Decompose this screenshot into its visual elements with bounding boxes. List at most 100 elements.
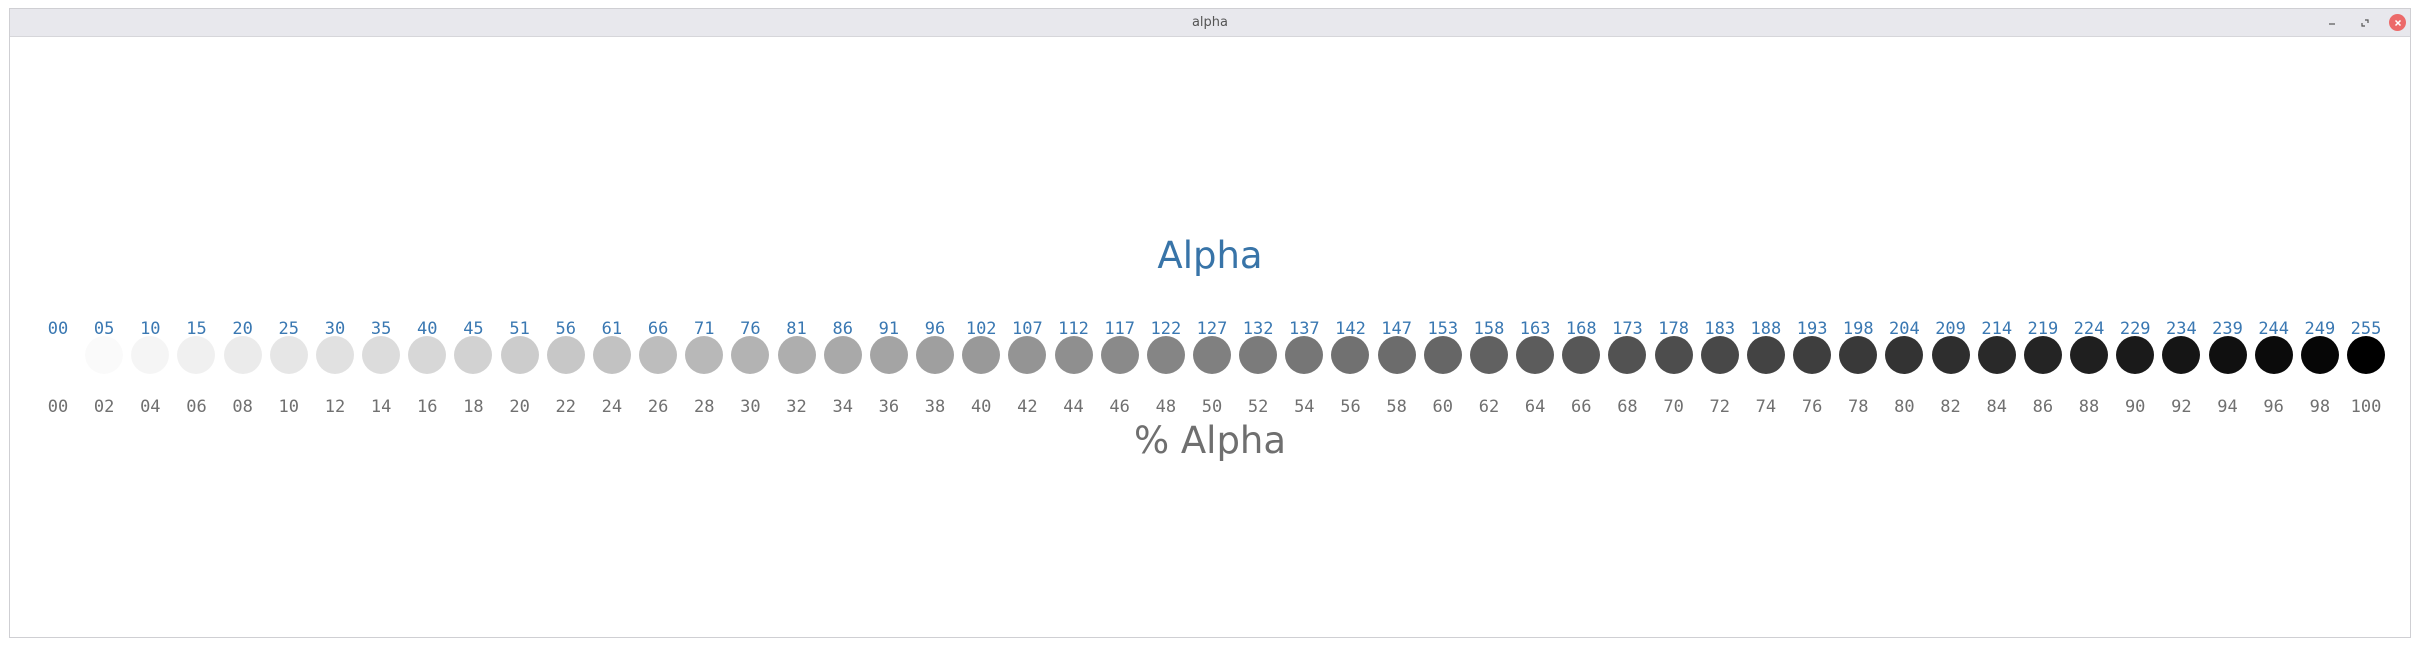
alpha-value-label: 158 — [1473, 319, 1505, 339]
alpha-swatch — [1793, 336, 1832, 374]
percent-value-label: 18 — [463, 397, 484, 417]
alpha-value-label: 05 — [93, 319, 115, 339]
alpha-value-label: 00 — [47, 319, 69, 339]
percent-value-label: 100 — [2350, 397, 2382, 417]
alpha-swatch — [1516, 336, 1555, 374]
alpha-swatch — [408, 336, 447, 374]
percent-value-label: 82 — [1940, 397, 1961, 417]
window-title: alpha — [1191, 15, 1229, 30]
alpha-value-label: 112 — [1058, 319, 1089, 339]
percent-value-label: 06 — [186, 397, 207, 417]
alpha-swatch — [823, 336, 862, 374]
alpha-swatch — [2162, 336, 2201, 374]
alpha-swatch — [592, 336, 631, 374]
percent-value-label: 70 — [1663, 397, 1684, 417]
maximize-button[interactable] — [2356, 14, 2373, 31]
percent-value-label: 04 — [140, 397, 161, 417]
alpha-value-label: 153 — [1427, 319, 1459, 339]
alpha-swatch — [85, 336, 123, 374]
percent-value-label: 28 — [693, 397, 715, 417]
percent-value-label: 52 — [1247, 397, 1269, 417]
alpha-value-label: 147 — [1381, 319, 1412, 339]
minimize-button[interactable] — [2323, 14, 2340, 31]
alpha-value-label: 61 — [601, 319, 623, 339]
alpha-value-label: 183 — [1704, 319, 1736, 339]
alpha-swatch — [1562, 336, 1601, 374]
percent-value-label: 10 — [278, 397, 300, 417]
percent-value-label: 54 — [1294, 397, 1315, 417]
alpha-swatch — [777, 336, 816, 374]
percent-value-label: 16 — [417, 397, 438, 417]
alpha-swatch — [1654, 336, 1693, 374]
percent-alpha-heading: % Alpha — [1133, 419, 1287, 462]
alpha-swatch — [2347, 336, 2385, 374]
percent-value-label: 12 — [324, 397, 346, 417]
percent-value-label: 30 — [740, 397, 761, 417]
alpha-swatch — [1977, 336, 2016, 374]
percent-value-label: 74 — [1755, 397, 1777, 417]
alpha-value-label: 71 — [693, 319, 715, 339]
alpha-value-label: 249 — [2304, 319, 2336, 339]
alpha-swatch — [2070, 336, 2109, 374]
alpha-value-label: 198 — [1842, 319, 1874, 339]
alpha-swatch — [1608, 336, 1647, 374]
alpha-value-label: 56 — [555, 319, 576, 339]
alpha-swatch — [500, 336, 539, 374]
percent-value-label: 22 — [555, 397, 576, 417]
alpha-swatch — [639, 336, 678, 374]
percent-value-label: 58 — [1386, 397, 1407, 417]
alpha-swatch — [1931, 336, 1970, 374]
alpha-swatch — [454, 336, 493, 374]
percent-value-label: 24 — [601, 397, 623, 417]
alpha-swatch — [1008, 336, 1047, 374]
alpha-swatch — [731, 336, 770, 374]
alpha-swatch — [1100, 336, 1139, 374]
close-button[interactable] — [2389, 14, 2406, 31]
percent-value-label: 64 — [1524, 397, 1546, 417]
maximize-icon — [2360, 18, 2369, 27]
alpha-value-label: 35 — [370, 319, 392, 339]
alpha-value-label: 229 — [2119, 319, 2151, 339]
alpha-swatch — [1746, 336, 1785, 374]
alpha-swatch — [2208, 336, 2247, 374]
alpha-swatch — [1054, 336, 1093, 374]
alpha-swatch — [2116, 336, 2155, 374]
alpha-value-label: 15 — [186, 319, 207, 339]
percent-value-label: 50 — [1201, 397, 1223, 417]
alpha-value-label: 107 — [1012, 319, 1043, 339]
percent-value-label: 96 — [2263, 397, 2284, 417]
percent-value-label: 14 — [370, 397, 392, 417]
alpha-value-label: 117 — [1104, 319, 1136, 339]
percent-value-label: 34 — [832, 397, 853, 417]
alpha-heading: Alpha — [1157, 234, 1263, 277]
percent-value-label: 78 — [1847, 397, 1869, 417]
close-icon — [2394, 19, 2401, 26]
percent-value-label: 36 — [878, 397, 900, 417]
alpha-value-label: 163 — [1519, 319, 1551, 339]
percent-value-label: 84 — [1986, 397, 2007, 417]
alpha-value-label: 239 — [2212, 319, 2243, 339]
percent-value-label: 90 — [2124, 397, 2146, 417]
alpha-value-label: 188 — [1750, 319, 1782, 339]
alpha-value-label: 209 — [1935, 319, 1966, 339]
minimize-icon — [2328, 22, 2335, 25]
title-bar[interactable]: alpha — [10, 9, 2410, 37]
alpha-value-label: 25 — [278, 319, 300, 339]
alpha-swatch — [1700, 336, 1739, 374]
percent-value-label: 00 — [47, 397, 69, 417]
alpha-swatch — [315, 336, 354, 374]
percent-value-label: 42 — [1017, 397, 1038, 417]
alpha-value-label: 142 — [1335, 319, 1366, 339]
alpha-value-label: 51 — [509, 319, 530, 339]
alpha-value-label: 137 — [1288, 319, 1320, 339]
alpha-value-label: 127 — [1196, 319, 1228, 339]
percent-value-label: 44 — [1063, 397, 1084, 417]
alpha-swatch — [362, 336, 401, 374]
percent-value-label: 72 — [1709, 397, 1730, 417]
alpha-swatch — [1146, 336, 1185, 374]
alpha-value-label: 122 — [1150, 319, 1182, 339]
alpha-swatch — [1423, 336, 1462, 374]
percent-value-label: 94 — [2217, 397, 2238, 417]
